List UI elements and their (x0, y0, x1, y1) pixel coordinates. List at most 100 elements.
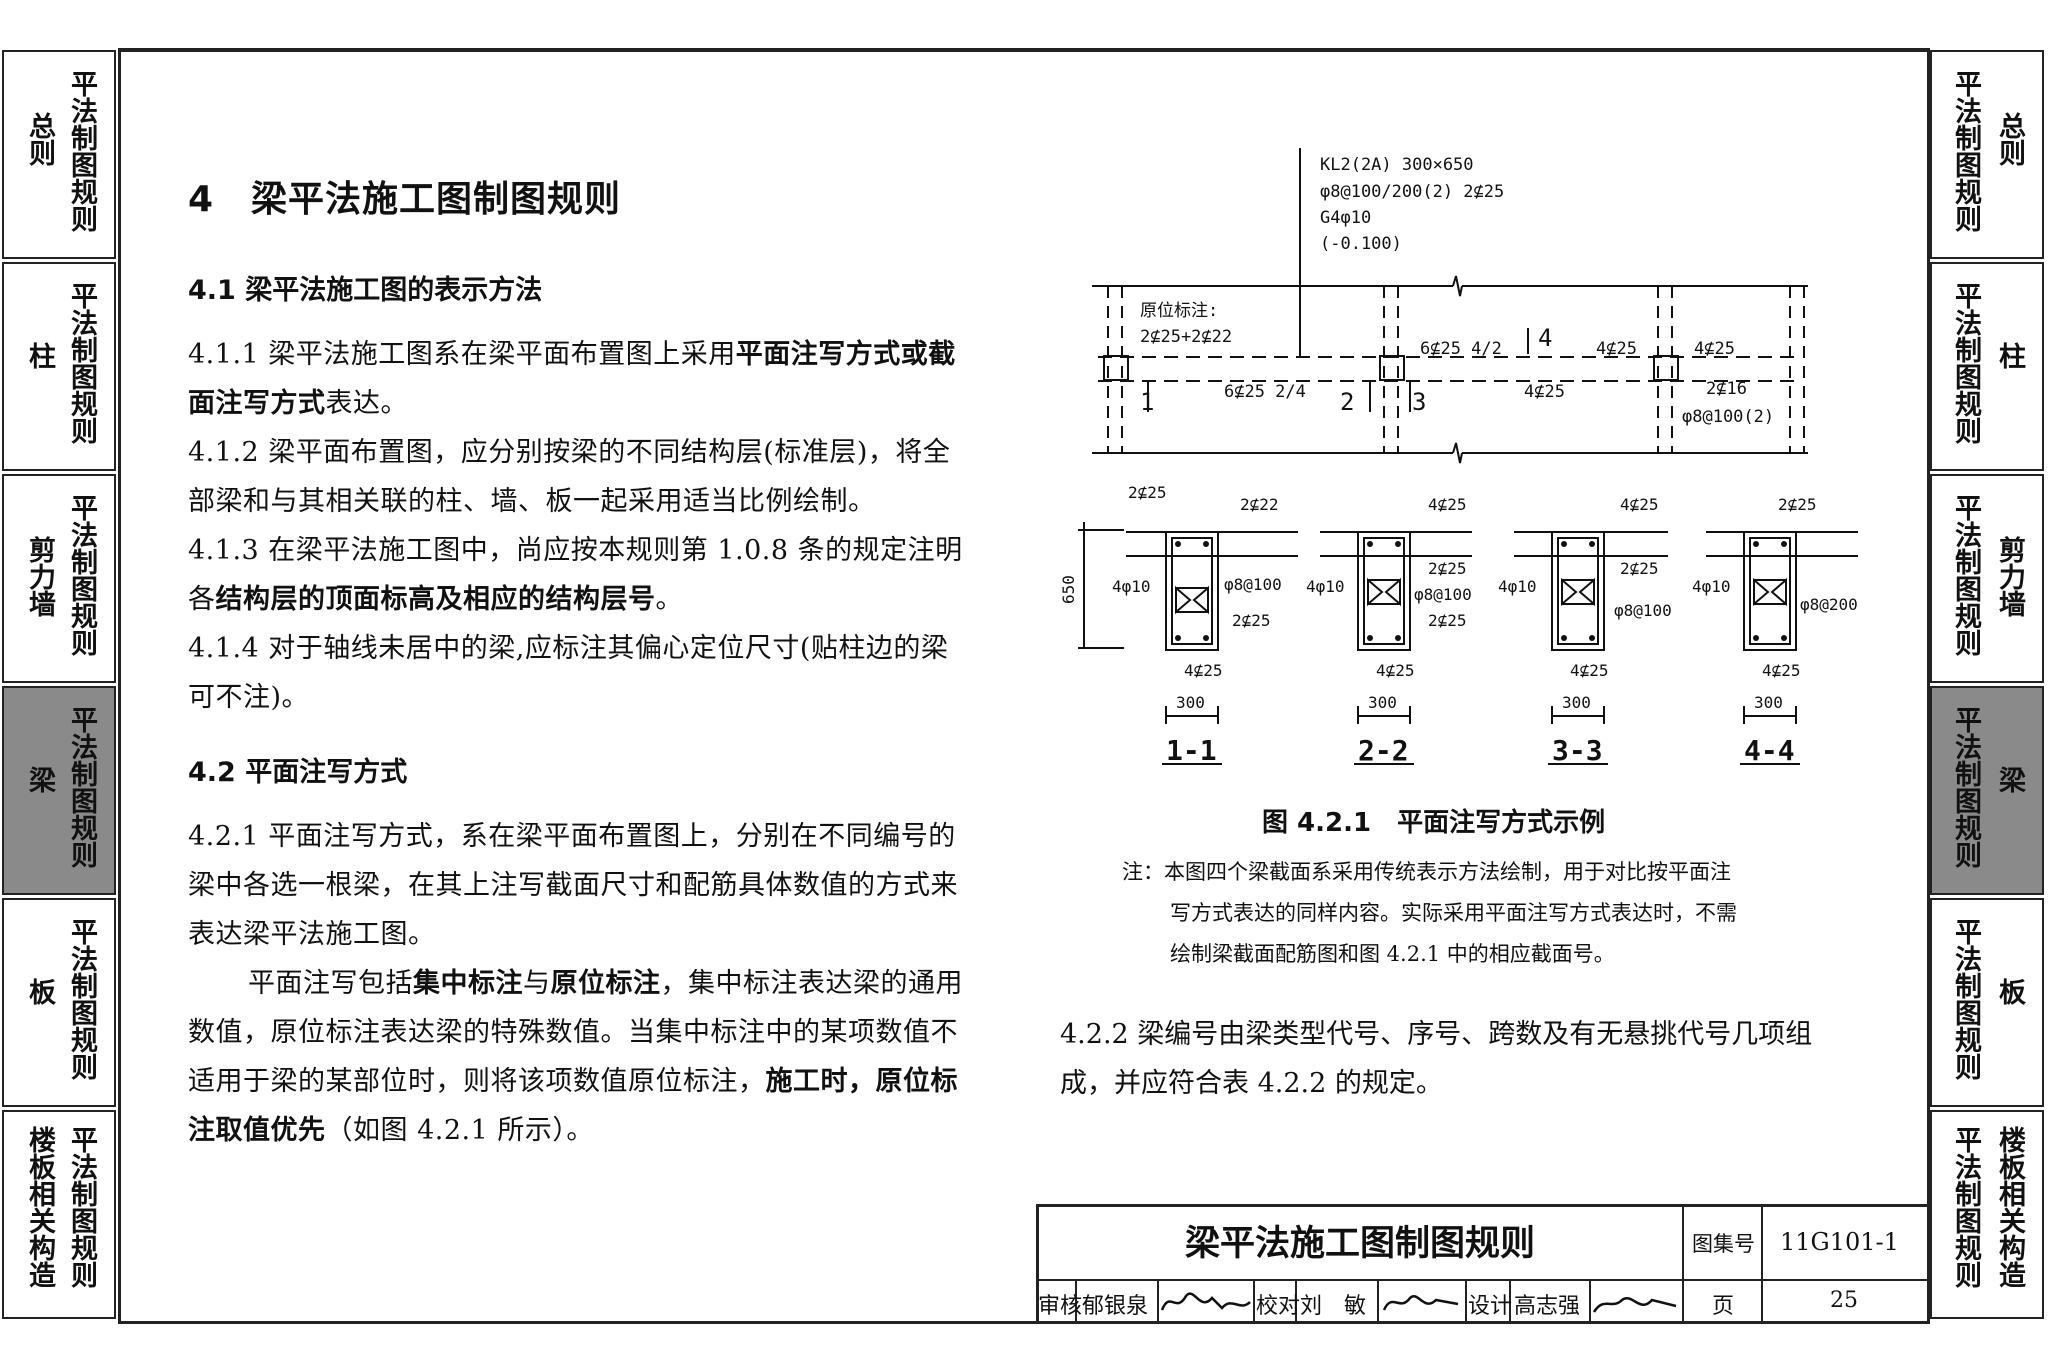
tab-shear-wall[interactable]: 平法制图规则 剪力墙 (1930, 474, 2044, 683)
tab-main-label: 剪力墙 (24, 536, 55, 617)
note-line-2: 写方式表达的同样内容。实际采用平面注写方式表达时，不需 (1170, 901, 1737, 925)
tab-slab[interactable]: 平法制图规则 板 (1930, 898, 2044, 1107)
section-1-marker: 1 (1140, 388, 1154, 416)
paragraph-4-1-2: 4.1.2 梁平面布置图，应分别按梁的不同结构层(标准层)，将全部梁和与其相关联… (188, 437, 951, 517)
tab-beam[interactable]: 梁 平法制图规则 (2, 686, 116, 895)
paragraph-4-2-1-b: 平面注写包括集中标注与原位标注，集中标注表达梁的通用数值，原位标注表达梁的特殊数… (188, 959, 968, 1155)
section-4-1-heading: 4.1 梁平法施工图的表示方法 (188, 275, 543, 306)
width-300-1: 300 (1176, 693, 1205, 712)
section-2-marker: 2 (1340, 388, 1354, 416)
tab-column[interactable]: 柱 平法制图规则 (2, 262, 116, 471)
s2-side: 4φ10 (1306, 577, 1345, 596)
tab-main-label: 梁 (1994, 766, 2025, 793)
paragraph-4-2-2: 4.2.2 梁编号由梁类型代号、序号、跨数及有无悬挑代号几项组成，并应符合表 4… (1060, 1019, 1813, 1099)
tab-main-label: 梁 (24, 766, 55, 793)
s3-stirrup: φ8@100 (1614, 601, 1672, 620)
tab-sub-label: 平法制图规则 (1950, 494, 1981, 656)
page-frame (118, 48, 1930, 1324)
bottom-left-rebar: 6⊈25 2/4 (1224, 382, 1306, 402)
s3-top: 4⊈25 (1620, 495, 1659, 514)
figure-note: 注：本图四个梁截面系采用传统表示方法绘制，用于对比按平面注 写方式表达的同样内容… (1122, 852, 1862, 975)
right-tab-column: 平法制图规则 总则 平法制图规则 柱 平法制图规则 剪力墙 平法制图规则 梁 平… (1930, 50, 2046, 1322)
tab-sub-label: 平法制图规则 (66, 494, 97, 656)
note-line-1: 注：本图四个梁截面系采用传统表示方法绘制，用于对比按平面注 (1122, 860, 1731, 884)
top-right-rebar-2: 4⊈25 (1694, 339, 1735, 359)
right-stirrup: φ8@100(2) (1682, 407, 1774, 427)
s3-r1: 2⊈25 (1620, 559, 1659, 578)
tab-sub-label: 平法制图规则 (66, 282, 97, 444)
width-300-4: 300 (1754, 693, 1783, 712)
s1-top-b: 2⊈22 (1240, 495, 1279, 514)
s1-top-a: 2⊈25 (1128, 483, 1167, 502)
left-tab-column: 总则 平法制图规则 柱 平法制图规则 剪力墙 平法制图规则 梁 平法制图规则 板… (2, 50, 118, 1322)
lead-text-1: KL2(2A) 300×650 (1320, 155, 1474, 175)
title-block-title: 梁平法施工图制图规则 (1184, 1224, 1535, 1264)
bold-run: 截面注写方式 (188, 339, 956, 419)
text-run: 4.1.1 梁平法施工图系在梁平面布置图上采用 (188, 339, 736, 370)
tab-main-label: 总则 (24, 112, 55, 166)
section-label-1-1: 1-1 (1166, 734, 1217, 767)
chapter-title: 4 梁平法施工图制图规则 (188, 179, 622, 220)
figure-4-2-1: KL2(2A) 300×650 φ8@100/200(2) 2⊈25 G4φ10… (1059, 148, 1858, 767)
page-number: 25 (1830, 1288, 1858, 1313)
tab-sub-label: 平法制图规则 (66, 918, 97, 1080)
bold-run: 原位标注 (550, 968, 661, 999)
bold-run: 平面注写方式 (735, 339, 901, 370)
tab-main-label: 楼板相关构造 (1994, 1126, 2025, 1288)
top-mid-rebar: 6⊈25 4/2 (1420, 339, 1502, 359)
tab-shear-wall[interactable]: 剪力墙 平法制图规则 (2, 474, 116, 683)
text-run: ，集中标注表达梁的通用数值，原位标注表达梁的特殊数值。当集中标注中的某项数值不适… (188, 968, 963, 1097)
text-run: 平面注写包括 (248, 968, 413, 999)
s2-top: 4⊈25 (1428, 495, 1467, 514)
tab-sub-label: 平法制图规则 (1950, 1126, 1981, 1288)
tab-general[interactable]: 总则 平法制图规则 (2, 50, 116, 259)
section-4-marker: 4 (1538, 324, 1552, 352)
tab-sub-label: 平法制图规则 (1950, 918, 1981, 1080)
paragraph-4-2-1: 4.2.1 平面注写方式，系在梁平面布置图上，分别在不同编号的梁中各选一根梁，在… (188, 821, 958, 950)
tab-main-label: 剪力墙 (1994, 536, 2025, 617)
tab-slab[interactable]: 板 平法制图规则 (2, 898, 116, 1107)
section-3-marker: 3 (1412, 388, 1426, 416)
signature-marks (1160, 1292, 1677, 1313)
page-label: 页 (1712, 1294, 1735, 1319)
tab-sub-label: 平法制图规则 (1950, 282, 1981, 444)
atlas-label: 图集号 (1692, 1232, 1755, 1256)
s2-bottom: 4⊈25 (1376, 661, 1415, 680)
s2-r1: 2⊈25 (1428, 559, 1467, 578)
tab-column[interactable]: 平法制图规则 柱 (1930, 262, 2044, 471)
section-4-2-heading: 4.2 平面注写方式 (188, 757, 408, 788)
column (1103, 355, 1129, 381)
lead-text-4: (-0.100) (1320, 234, 1402, 254)
tab-main-label: 板 (1994, 978, 2025, 1005)
width-300-2: 300 (1368, 693, 1397, 712)
bold-run: 施工时，原位标注取值优先 (188, 1066, 958, 1146)
tab-main-label: 板 (24, 978, 55, 1005)
design-label: 设计 (1468, 1294, 1513, 1319)
designer-name: 高志强 (1514, 1294, 1581, 1319)
s1-bottom-2: 2⊈25 (1232, 611, 1271, 630)
tab-slab-related[interactable]: 楼板相关构造 平法制图规则 (2, 1110, 116, 1319)
width-300-3: 300 (1562, 693, 1591, 712)
right-bottom-rebar: 2⊈16 (1706, 379, 1747, 399)
bold-run: 集中标注 (413, 968, 523, 999)
tab-sub-label: 平法制图规则 (1950, 706, 1981, 868)
title-block-grid (1036, 1206, 1928, 1322)
figure-caption: 图 4.2.1 平面注写方式示例 (1262, 808, 1606, 838)
tab-main-label: 楼板相关构造 (24, 1126, 55, 1288)
paragraph-4-1-3: 4.1.3 在梁平法施工图中，尚应按本规则第 1.0.8 条的规定注明各结构层的… (188, 526, 968, 624)
tab-slab-related[interactable]: 平法制图规则 楼板相关构造 (1930, 1110, 2044, 1319)
s4-stirrup: φ8@200 (1800, 595, 1858, 614)
s2-stirrup: φ8@100 (1414, 585, 1472, 604)
original-label: 原位标注: (1140, 301, 1218, 321)
s4-bottom: 4⊈25 (1762, 661, 1801, 680)
reviewer-name: 郁银泉 (1082, 1294, 1149, 1319)
text-run: （如图 4.2.1 所示）。 (325, 1115, 594, 1146)
top-right-rebar-1: 4⊈25 (1596, 339, 1637, 359)
bold-run: 结构层的顶面标高及相应的结构层号 (215, 584, 656, 615)
tab-general[interactable]: 平法制图规则 总则 (1930, 50, 2044, 259)
title-block (1036, 1204, 1927, 1322)
tab-sub-label: 平法制图规则 (66, 1126, 97, 1288)
tab-beam[interactable]: 平法制图规则 梁 (1930, 686, 2044, 895)
column (1653, 355, 1679, 381)
s1-bottom: 4⊈25 (1184, 661, 1223, 680)
